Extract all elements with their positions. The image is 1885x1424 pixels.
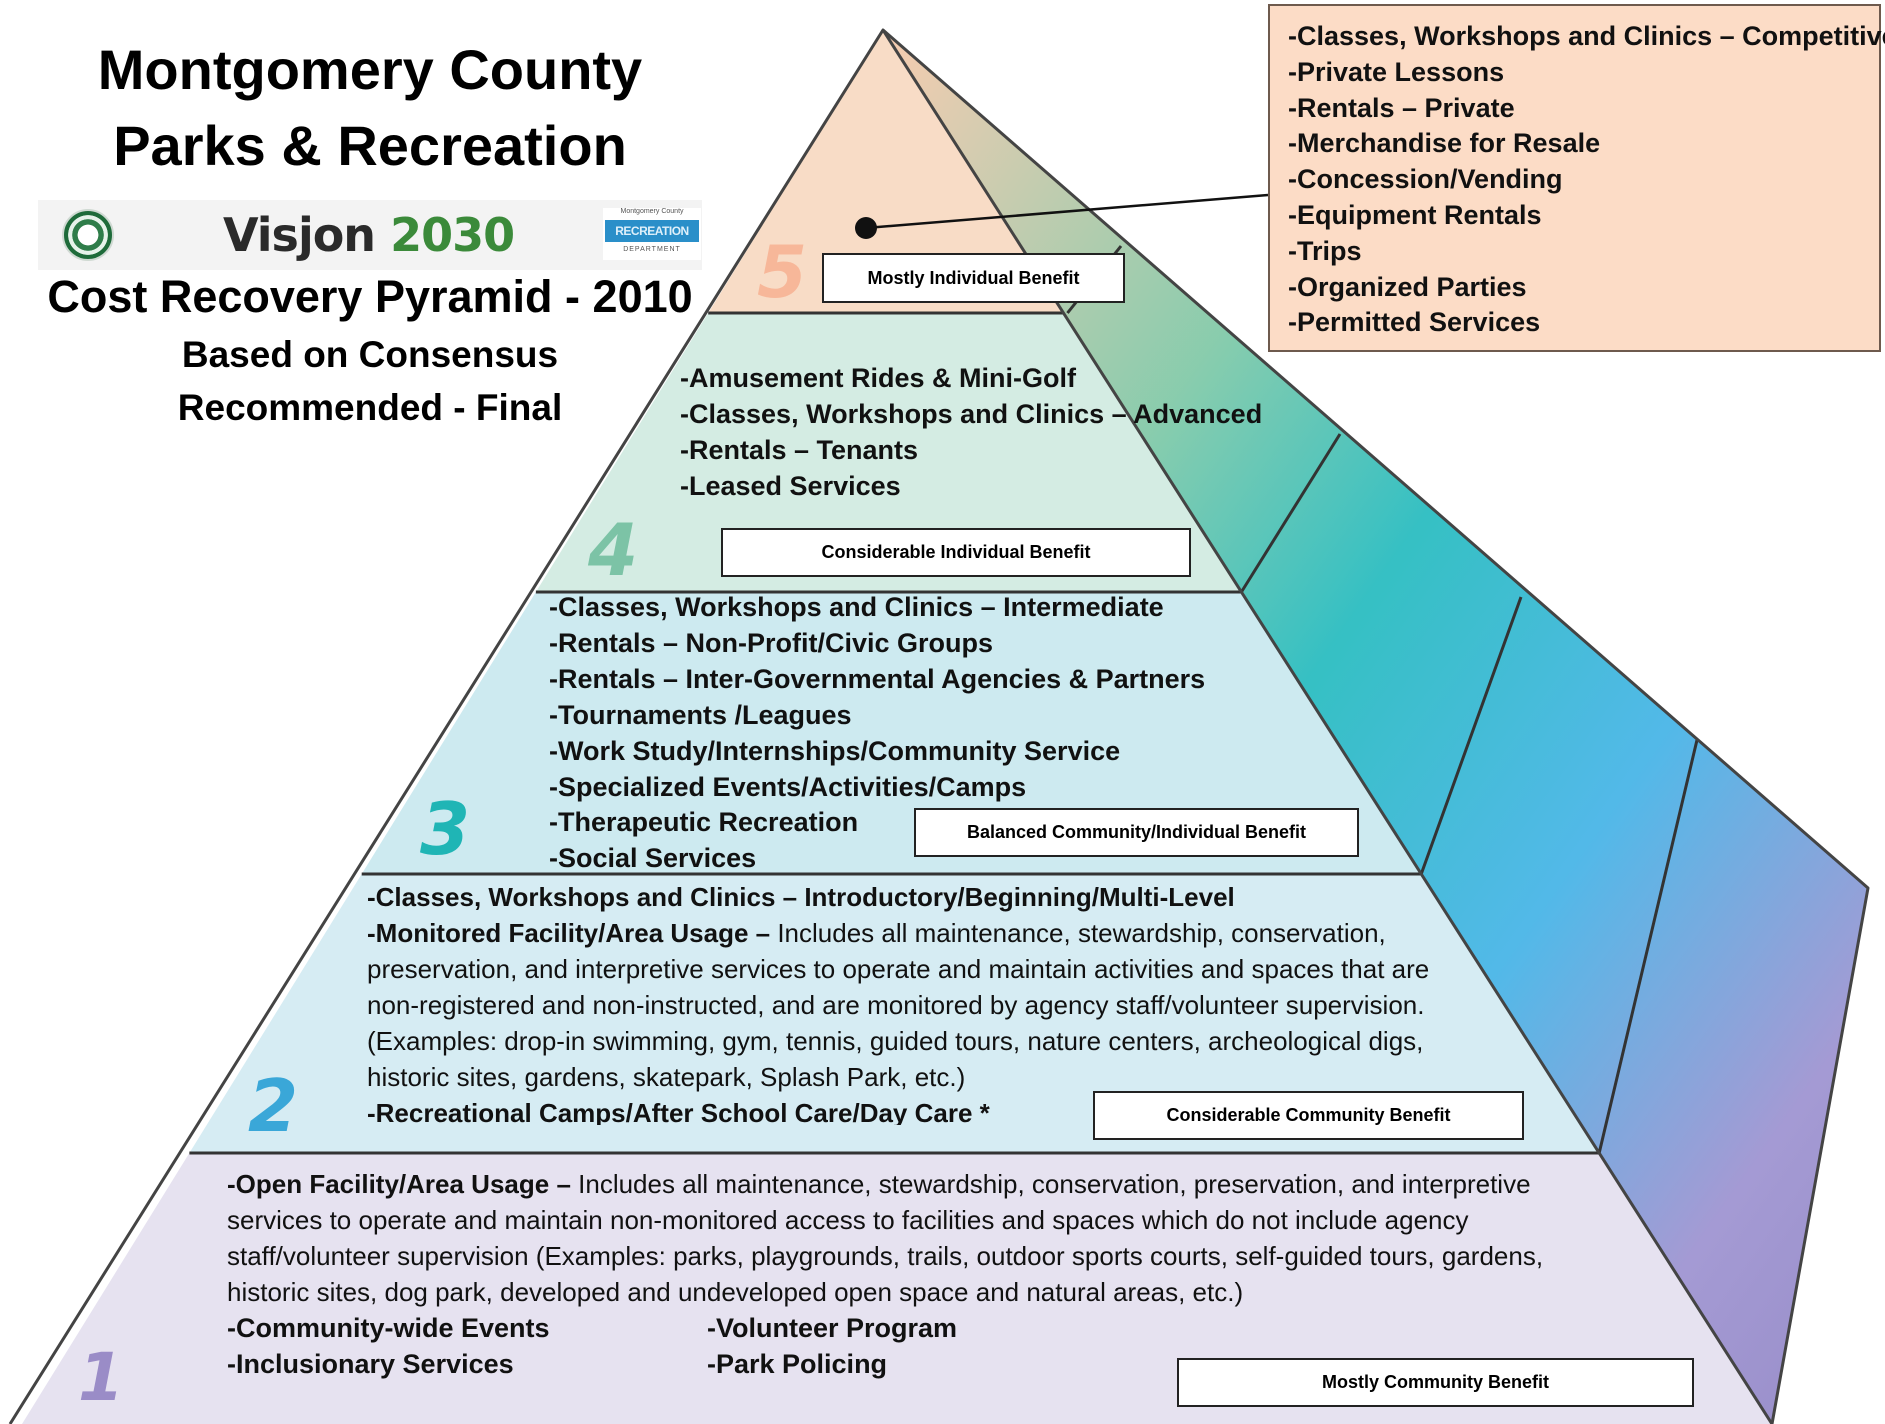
list-item: -Volunteer Program	[707, 1313, 958, 1343]
list-item: -Community-wide Events	[227, 1313, 550, 1343]
logo-strip: Visjon 2030 Montgomery County RECREATION…	[38, 200, 702, 270]
recommended-note: Recommended - Final	[177, 387, 563, 428]
consensus-note: Based on Consensus	[181, 334, 559, 375]
list-item: -Classes, Workshops and Clinics – Introd…	[367, 882, 1235, 912]
tier-5-band	[708, 30, 1064, 313]
list-item: -Rentals – Private	[1288, 92, 1515, 123]
list-item: -Classes, Workshops and Clinics – Compet…	[1288, 21, 1885, 51]
side-divider-4	[1597, 739, 1699, 1154]
list-item: -Rentals – Tenants	[680, 435, 919, 465]
tier-4-benefit-label: Considerable Individual Benefit	[721, 528, 1191, 577]
page-title-line2: Parks & Recreation	[113, 114, 627, 177]
list-item: -Rentals – Inter-Governmental Agencies &…	[549, 663, 1206, 694]
tier-1-number: 1	[78, 1339, 124, 1416]
list-item: -Tournaments /Leagues	[549, 699, 852, 730]
side-divider-3	[1419, 596, 1523, 875]
recreation-department-logo: Montgomery County RECREATION DEPARTMENT	[603, 208, 701, 260]
list-item: -Park Policing	[707, 1349, 888, 1379]
tier-2-band	[189, 874, 1600, 1153]
callout-dot-icon	[855, 217, 877, 239]
tier-5-callout-box: -Classes, Workshops and Clinics – Compet…	[1268, 4, 1885, 352]
tier-3-items: -Classes, Workshops and Clinics – Interm…	[549, 590, 1205, 877]
list-item: -Recreational Camps/After School Care/Da…	[367, 1098, 990, 1125]
list-item: -Organized Parties	[1288, 271, 1527, 302]
list-item: -Monitored Facility/Area Usage – Include…	[367, 918, 1430, 1092]
tier-4-band	[535, 313, 1242, 592]
county-seal-icon	[62, 209, 114, 261]
tier-4-number: 4	[588, 508, 639, 592]
side-divider-2	[1240, 433, 1342, 593]
callout-leader-line	[865, 193, 1269, 230]
tier-1-band	[22, 1153, 1772, 1424]
list-item: -Leased Services	[680, 471, 901, 501]
tier-2-number: 2	[248, 1064, 299, 1148]
list-item: -Equipment Rentals	[1288, 199, 1542, 230]
list-item: -Classes, Workshops and Clinics – Advanc…	[680, 399, 1263, 429]
list-item: -Permitted Services	[1288, 307, 1541, 338]
tier-2-text: -Classes, Workshops and Clinics – Introd…	[367, 879, 1447, 1125]
tier-3-number: 3	[420, 787, 471, 871]
tier-3-band	[361, 592, 1422, 874]
tier-3-benefit-label: Balanced Community/Individual Benefit	[914, 808, 1359, 857]
list-item: -Rentals – Non-Profit/Civic Groups	[549, 627, 994, 658]
tier-1-text: -Open Facility/Area Usage – Includes all…	[227, 1166, 1607, 1310]
list-item: -Private Lessons	[1288, 56, 1505, 87]
tier-1-column-2: -Volunteer Program -Park Policing	[707, 1310, 957, 1382]
list-item: -Open Facility/Area Usage – Includes all…	[227, 1169, 1544, 1307]
tier-4-items: -Amusement Rides & Mini-Golf -Classes, W…	[680, 360, 1262, 504]
list-item: -Classes, Workshops and Clinics – Interm…	[549, 592, 1164, 622]
tier-5-number: 5	[757, 230, 808, 314]
list-item: -Work Study/Internships/Community Servic…	[549, 735, 1121, 766]
list-item: -Merchandise for Resale	[1288, 128, 1601, 159]
list-item: -Trips	[1288, 235, 1362, 266]
list-item: -Social Services	[549, 843, 757, 874]
tier-2-benefit-label: Considerable Community Benefit	[1093, 1091, 1524, 1140]
list-item: -Therapeutic Recreation	[549, 807, 859, 838]
tier-5-benefit-label: Mostly Individual Benefit	[822, 253, 1125, 303]
list-item: -Amusement Rides & Mini-Golf	[680, 363, 1077, 393]
pyramid-outline	[8, 28, 1870, 1424]
list-item: -Specialized Events/Activities/Camps	[549, 771, 1027, 802]
tier-1-benefit-label: Mostly Community Benefit	[1177, 1358, 1694, 1407]
page-title-line1: Montgomery County	[97, 38, 643, 101]
tier-1-column-1: -Community-wide Events -Inclusionary Ser…	[227, 1310, 550, 1382]
list-item: -Concession/Vending	[1288, 164, 1563, 195]
pyramid-side-face	[883, 30, 1868, 1424]
tier-5-items: -Classes, Workshops and Clinics – Compet…	[1288, 19, 1885, 341]
pyramid-subtitle: Cost Recovery Pyramid - 2010	[47, 271, 693, 322]
vision-2030-logo: Visjon 2030	[223, 208, 515, 262]
list-item: -Inclusionary Services	[227, 1349, 514, 1379]
